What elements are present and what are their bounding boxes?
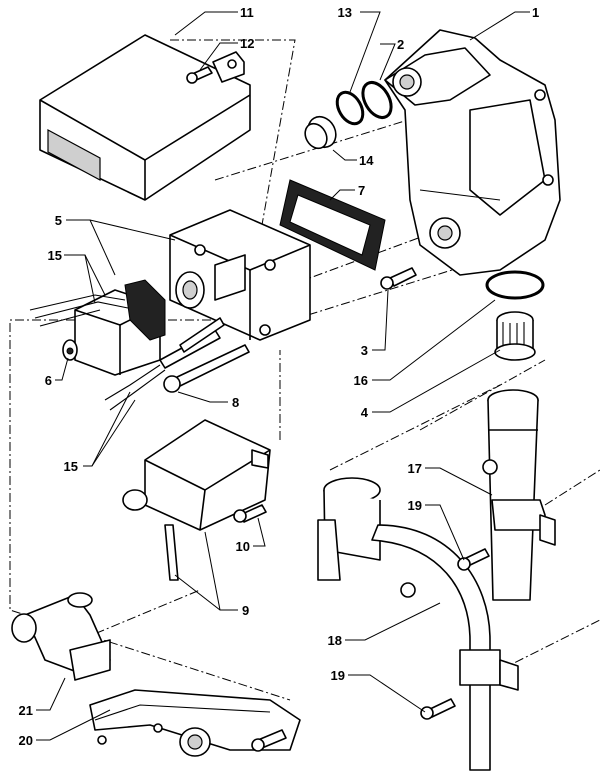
callout-18: 18	[328, 633, 342, 648]
filter-part-4	[494, 311, 536, 361]
ignition-module-part-9	[122, 419, 271, 581]
screw-part-10	[233, 504, 267, 523]
callout-10: 10	[236, 539, 250, 554]
o-ring-part-13	[335, 90, 365, 126]
screw-part-19-upper	[457, 548, 490, 571]
wires-part-15-upper	[29, 294, 129, 327]
pipe-part-18	[317, 477, 519, 771]
callout-labels: 11 12 13 2 1 14 7 5 15 6 8 3 16 4 15 17 …	[19, 5, 540, 748]
screw-part-3	[380, 267, 417, 290]
elbow-fitting-part-21	[11, 592, 111, 681]
callout-20: 20	[19, 733, 33, 748]
o-ring-part-2	[361, 80, 393, 120]
leader-lines	[36, 11, 530, 741]
bracket-part-20	[89, 689, 301, 757]
callout-6: 6	[45, 373, 52, 388]
callout-21: 21	[19, 703, 33, 718]
callout-16: 17	[408, 461, 422, 476]
callout-17: 16	[354, 373, 368, 388]
callout-9: 9	[242, 603, 249, 618]
callout-8: 8	[232, 395, 239, 410]
callout-4: 4	[361, 405, 369, 420]
callout-1: 1	[532, 5, 539, 20]
gasket-part-7	[279, 179, 386, 271]
callout-19-lower: 19	[331, 668, 345, 683]
coil-part-6	[62, 279, 166, 376]
callout-14: 14	[359, 153, 374, 168]
callout-15-upper: 15	[48, 248, 62, 263]
o-ring-part-17	[485, 270, 545, 300]
callout-11: 11	[240, 5, 254, 20]
cover-part-11	[39, 34, 251, 201]
screw-part-19-lower	[420, 698, 456, 720]
callout-5: 5	[55, 213, 62, 228]
callout-3: 3	[361, 343, 368, 358]
probe-wires-part-15	[104, 317, 225, 411]
screw-part-12	[186, 66, 213, 84]
callout-2: 2	[397, 37, 404, 52]
callout-15-lower: 15	[64, 459, 78, 474]
pipe-part-16	[482, 389, 556, 601]
gas-valve-part-5	[169, 209, 311, 341]
callout-19-upper: 19	[408, 498, 422, 513]
callout-7: 7	[358, 183, 365, 198]
callout-12: 12	[240, 36, 254, 51]
bolt-part-8	[163, 344, 250, 393]
callout-13: 13	[338, 5, 352, 20]
housing-part-1	[384, 29, 561, 276]
cap-part-14	[304, 115, 337, 150]
